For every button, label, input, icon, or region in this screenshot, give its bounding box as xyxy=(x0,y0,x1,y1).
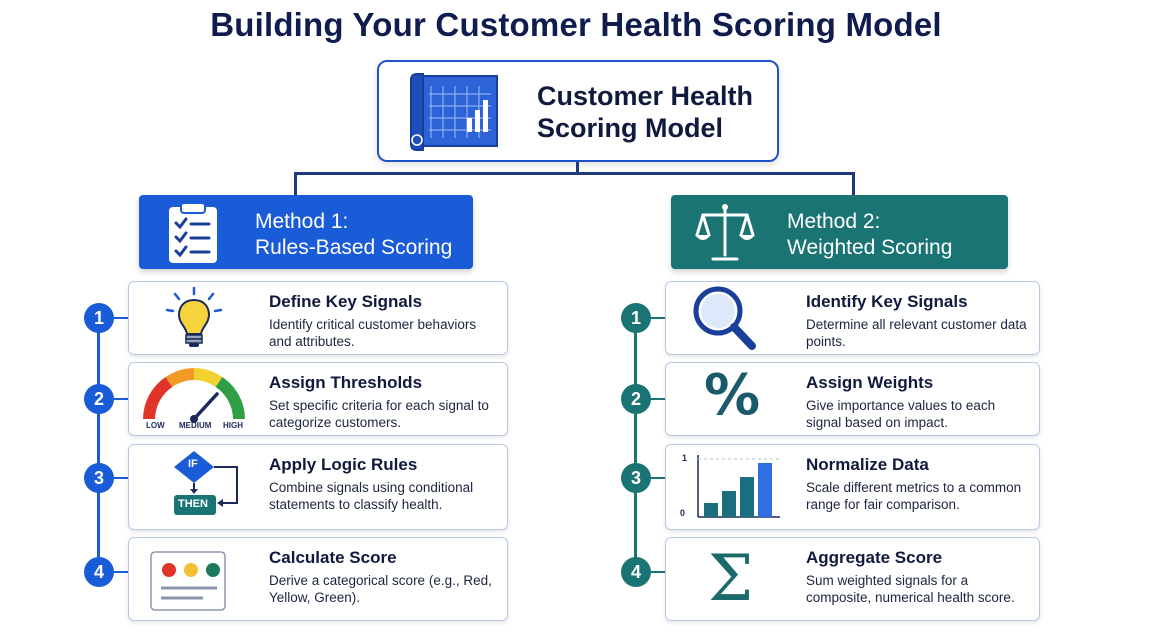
magnifier-icon xyxy=(693,286,756,350)
step-description: Derive a categorical score (e.g., Red, Y… xyxy=(269,573,492,605)
step-number-badge: 1 xyxy=(84,303,114,333)
method-1-header: Method 1: Rules-Based Scoring xyxy=(139,195,473,269)
step-title: Aggregate Score xyxy=(806,548,943,567)
method-1-step-4-card: Calculate Score Derive a categorical sco… xyxy=(128,537,508,621)
traffic-light-card-icon xyxy=(150,551,226,611)
method-2-step-1-card: Identify Key Signals Determine all relev… xyxy=(665,281,1040,355)
gauge-label-high: HIGH xyxy=(223,421,243,430)
step-number-badge: 1 xyxy=(621,303,651,333)
root-node: Customer Health Scoring Model xyxy=(377,60,779,162)
gauge-icon xyxy=(143,368,245,423)
step-number-badge: 4 xyxy=(84,557,114,587)
step-title: Apply Logic Rules xyxy=(269,455,418,474)
axis-label-bottom: 0 xyxy=(680,508,686,518)
step-description: Combine signals using conditional statem… xyxy=(269,480,474,512)
step-connector xyxy=(113,571,129,573)
step-title: Normalize Data xyxy=(806,455,929,474)
page-title: Building Your Customer Health Scoring Mo… xyxy=(210,6,942,43)
step-connector xyxy=(113,477,129,479)
method-2-title: Method 2: Weighted Scoring xyxy=(787,209,952,261)
method-2-step-2-card: % Assign Weights Give importance values … xyxy=(665,362,1040,436)
step-title: Define Key Signals xyxy=(269,292,423,311)
step-connector xyxy=(650,477,666,479)
step-description: Sum weighted signals for a composite, nu… xyxy=(806,573,1015,605)
method-2-title-line1: Method 2: xyxy=(787,210,881,233)
step-description: Identify critical customer behaviors and… xyxy=(269,317,477,349)
root-title: Customer Health Scoring Model xyxy=(537,81,754,143)
step-number-badge: 2 xyxy=(621,384,651,414)
balance-scale-icon xyxy=(695,204,755,261)
method-2-timeline xyxy=(634,318,637,572)
step-title: Assign Thresholds xyxy=(269,373,423,392)
then-label: THEN xyxy=(178,498,208,510)
step-number-badge: 4 xyxy=(621,557,651,587)
step-connector xyxy=(650,398,666,400)
method-2-title-line2: Weighted Scoring xyxy=(787,236,953,259)
clipboard-checklist-icon xyxy=(169,202,217,263)
step-connector xyxy=(650,317,666,319)
step-number-badge: 3 xyxy=(621,463,651,493)
sigma-icon: Σ xyxy=(708,542,754,616)
percent-icon: % xyxy=(704,363,761,428)
method-2-header: Method 2: Weighted Scoring xyxy=(671,195,1008,269)
method-1-step-3-card: IF THEN Apply Logic Rules Combine signal… xyxy=(128,444,508,530)
connector-right-drop xyxy=(852,172,855,196)
bar-chart-icon xyxy=(697,455,780,518)
step-description: Set specific criteria for each signal to… xyxy=(269,398,489,430)
step-title: Identify Key Signals xyxy=(806,292,968,311)
step-description: Give importance values to each signal ba… xyxy=(806,398,996,430)
gauge-label-medium: MEDIUM xyxy=(179,421,212,430)
step-connector xyxy=(113,398,129,400)
step-description: Determine all relevant customer data poi… xyxy=(806,317,1027,349)
method-1-timeline xyxy=(97,318,100,572)
step-connector xyxy=(113,317,129,319)
lightbulb-icon xyxy=(165,286,223,347)
if-label: IF xyxy=(188,458,198,470)
method-1-step-2-card: LOW MEDIUM HIGH Assign Thresholds Set sp… xyxy=(128,362,508,436)
if-then-icon xyxy=(174,451,238,515)
method-1-step-1-card: Define Key Signals Identify critical cus… xyxy=(128,281,508,355)
method-1-title-line1: Method 1: xyxy=(255,210,349,233)
method-1-title-line2: Rules-Based Scoring xyxy=(255,236,453,259)
connector-left-drop xyxy=(294,172,297,196)
method-1-title: Method 1: Rules-Based Scoring xyxy=(255,209,452,261)
connector-root-stem xyxy=(576,162,579,174)
step-title: Calculate Score xyxy=(269,548,397,567)
step-number-badge: 2 xyxy=(84,384,114,414)
connector-horizontal xyxy=(294,172,855,175)
step-connector xyxy=(650,571,666,573)
step-number-badge: 3 xyxy=(84,463,114,493)
blueprint-chart-icon xyxy=(410,73,498,151)
step-title: Assign Weights xyxy=(806,373,934,392)
axis-label-top: 1 xyxy=(682,453,688,463)
gauge-label-low: LOW xyxy=(146,421,165,430)
step-description: Scale different metrics to a common rang… xyxy=(806,480,1022,512)
method-2-step-3-card: 1 0 Normalize Data Scale different metri… xyxy=(665,444,1040,530)
method-2-step-4-card: Σ Aggregate Score Sum weighted signals f… xyxy=(665,537,1040,621)
